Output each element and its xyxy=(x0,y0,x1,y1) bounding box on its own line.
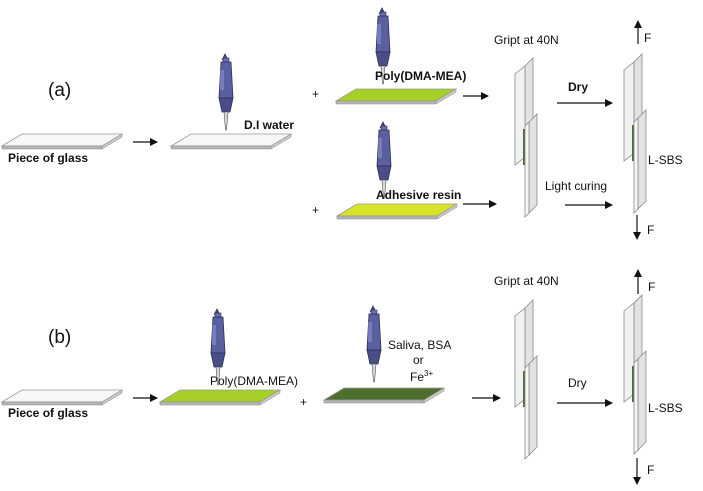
wet-glass-slide xyxy=(170,133,292,150)
force-label-a-bottom: F xyxy=(647,223,654,237)
resin-label: Adhesive resin xyxy=(376,188,461,202)
glass-slide-a xyxy=(1,133,123,150)
contaminant-line-2: or xyxy=(413,353,424,367)
panel-a-label: (a) xyxy=(48,80,71,101)
test-label-a: L-SBS xyxy=(648,153,683,167)
resin-slide xyxy=(336,203,458,220)
pipette-resin xyxy=(376,121,392,199)
contaminant-charge: 3+ xyxy=(424,369,433,378)
glass-label-b: Piece of glass xyxy=(8,406,88,420)
glass-slide-b xyxy=(1,389,123,406)
gripped-assembly-b xyxy=(514,299,538,460)
polymer-slide-b xyxy=(159,389,281,406)
polymer-slide-a xyxy=(335,88,457,105)
water-label: D.I water xyxy=(244,118,294,132)
dry-label-b: Dry xyxy=(568,376,587,390)
plus-a-top: + xyxy=(312,87,319,101)
contaminated-slide xyxy=(323,387,445,404)
plus-b: + xyxy=(300,395,307,409)
lap-shear-assembly-b xyxy=(623,294,647,455)
pipette-water xyxy=(218,53,234,131)
dry-label-a: Dry xyxy=(568,80,588,94)
gript-label-a: Gript at 40N xyxy=(494,33,559,47)
contaminant-line-3: Fe3+ xyxy=(410,369,433,384)
polymer-label-a: Poly(DMA-MEA) xyxy=(375,69,466,83)
force-label-b-bottom: F xyxy=(647,463,654,477)
lap-shear-assembly-a xyxy=(623,53,647,214)
pipette-contaminant xyxy=(366,305,382,383)
force-label-b-top: F xyxy=(648,280,655,294)
panel-b-label: (b) xyxy=(48,327,71,348)
test-label-b: L-SBS xyxy=(648,401,683,415)
gripped-assembly-a xyxy=(514,57,538,218)
force-label-a-top: F xyxy=(644,31,651,45)
plus-a-bottom: + xyxy=(312,203,319,217)
glass-label-a: Piece of glass xyxy=(8,151,88,165)
gript-label-b: Gript at 40N xyxy=(494,274,559,288)
polymer-label-b: Poly(DMA-MEA) xyxy=(210,374,298,388)
contaminant-line-1: Saliva, BSA xyxy=(388,338,451,352)
light-label: Light curing xyxy=(545,179,607,193)
